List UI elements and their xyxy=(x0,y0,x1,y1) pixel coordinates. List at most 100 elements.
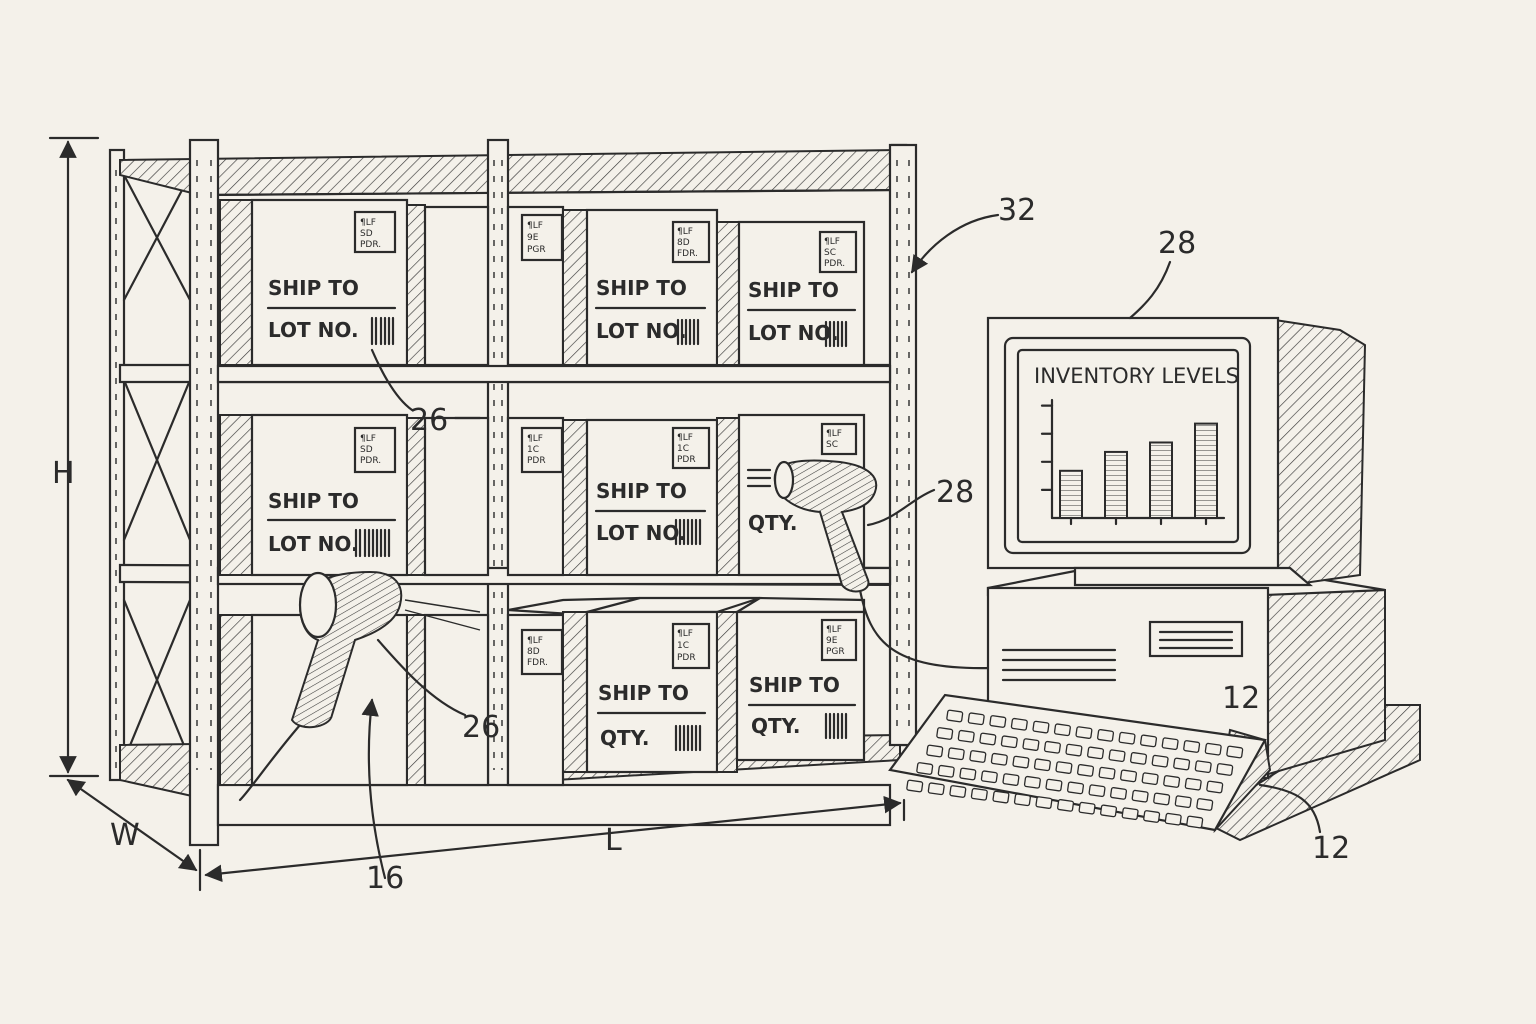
ref-28-monitor: 28 xyxy=(1158,226,1196,261)
ref-16-scanner: 16 xyxy=(366,861,404,896)
keyboard-key xyxy=(970,787,988,801)
keyboard-key xyxy=(1183,740,1201,753)
keyboard-key xyxy=(1013,793,1031,807)
chart-bar xyxy=(1104,450,1128,520)
keyboard-key xyxy=(1161,737,1179,751)
box-r1-3: ¶LF 8D FDR. SHIP TO LOT NO. xyxy=(585,208,740,367)
box-r1-2: ¶LF 9E PGR xyxy=(423,205,588,367)
keyboard-key xyxy=(1141,772,1159,786)
keyboard-key xyxy=(1206,780,1224,794)
keyboard-key xyxy=(967,712,985,726)
keyboard-key xyxy=(1108,749,1126,763)
box-r3-2: ¶LF 8D FDR. xyxy=(423,596,641,787)
qr-line: 1C xyxy=(527,445,539,455)
qr-line: SC xyxy=(824,248,836,258)
width-label: W xyxy=(110,818,140,853)
qr-line: 9E xyxy=(527,233,539,243)
qr-line: PDR. xyxy=(360,456,381,466)
keyboard-key xyxy=(1000,735,1018,749)
qty-label: QTY. xyxy=(751,714,800,738)
box-r1-4: ¶LF SC PDR. SHIP TO LOT NO. xyxy=(737,220,866,367)
keyboard-key xyxy=(1164,812,1182,826)
keyboard-key xyxy=(1045,778,1063,792)
qr-line: SC xyxy=(826,440,838,450)
keyboard-key xyxy=(1100,804,1118,818)
qty-label: QTY. xyxy=(600,726,649,750)
qr-line: ¶LF xyxy=(360,218,376,228)
keyboard-key xyxy=(1032,720,1050,734)
qr-line: PGR xyxy=(527,245,546,255)
ref-26-label-lower: 26 xyxy=(462,710,500,745)
lot-no-label: LOT NO. xyxy=(596,319,687,343)
length-label: L xyxy=(605,823,622,858)
qr-line: PDR. xyxy=(360,240,381,250)
qr-line: 1C xyxy=(677,444,689,454)
keyboard-key xyxy=(1121,807,1139,821)
keyboard-key xyxy=(1078,801,1096,815)
keyboard-key xyxy=(1010,717,1028,731)
handheld-scanner-left xyxy=(238,570,481,802)
keyboard-key xyxy=(979,732,997,746)
qr-line: PDR xyxy=(527,456,546,466)
keyboard-key xyxy=(1065,743,1083,757)
keyboard-key xyxy=(1174,795,1192,809)
qr-line: FDR. xyxy=(527,658,548,668)
ship-to-label: SHIP TO xyxy=(596,479,687,503)
chart-bar xyxy=(1194,422,1218,520)
keyboard-key xyxy=(1023,775,1041,789)
inventory-chart xyxy=(1040,398,1226,526)
qr-line: ¶LF xyxy=(677,629,693,639)
ship-to-label: SHIP TO xyxy=(596,276,687,300)
ship-to-label: SHIP TO xyxy=(598,681,689,705)
keyboard-key xyxy=(916,762,934,775)
keyboard-key xyxy=(1012,755,1030,769)
keyboard-key xyxy=(969,750,987,763)
box-r1-1: ¶LF SD PDR. SHIP TO LOT NO. xyxy=(219,198,426,367)
ref-12-keyboard: 12 xyxy=(1312,831,1350,866)
computer-workstation xyxy=(888,316,1421,842)
qr-line: ¶LF xyxy=(527,434,543,444)
keyboard-key xyxy=(1118,731,1136,745)
dimension-lines xyxy=(48,136,906,892)
keyboard-key xyxy=(992,790,1010,804)
keyboard-keys xyxy=(906,709,1244,829)
keyboard-key xyxy=(1130,752,1148,765)
box-r3-4: ¶LF 9E PGR SHIP TO QTY. xyxy=(733,596,866,762)
keyboard-key xyxy=(1186,815,1204,829)
keyboard-key xyxy=(1120,769,1138,783)
keyboard-key xyxy=(1196,798,1214,811)
keyboard-key xyxy=(1110,787,1128,800)
keyboard-key xyxy=(1087,746,1105,760)
qr-line: ¶LF xyxy=(677,227,693,237)
qr-line: PDR xyxy=(677,653,696,663)
qr-line: SD xyxy=(360,445,373,455)
keyboard-key xyxy=(1226,745,1244,759)
keyboard-key xyxy=(1043,740,1061,754)
keyboard-key xyxy=(1143,810,1161,823)
lot-no-label: LOT NO. xyxy=(268,318,359,342)
ref-12-computer: 12 xyxy=(1222,681,1260,716)
chart-bar xyxy=(1059,469,1083,519)
keyboard-key xyxy=(959,767,977,781)
keyboard-key xyxy=(1173,757,1191,771)
keyboard-key xyxy=(1075,726,1093,739)
qty-label: QTY. xyxy=(748,511,797,535)
keyboard-key xyxy=(1057,799,1075,812)
qr-line: 8D xyxy=(527,647,540,657)
qr-line: ¶LF xyxy=(677,433,693,443)
keyboard-key xyxy=(1098,766,1116,780)
box-r2-2: ¶LF 1C PDR xyxy=(423,416,588,577)
keyboard-key xyxy=(926,744,944,758)
qr-line: ¶LF xyxy=(360,434,376,444)
qr-line: PDR. xyxy=(824,259,845,269)
ref-32-shelf-upright: 32 xyxy=(998,193,1036,228)
qr-line: 1C xyxy=(677,641,689,651)
keyboard-key xyxy=(1022,738,1040,751)
qr-line: SD xyxy=(360,229,373,239)
ref-26-label-upper: 26 xyxy=(410,403,448,438)
keyboard-key xyxy=(1035,796,1053,809)
box-r2-1: ¶LF SD PDR. SHIP TO LOT NO. xyxy=(219,413,426,577)
keyboard-key xyxy=(1067,781,1085,795)
keyboard-key xyxy=(947,747,965,761)
keyboard-key xyxy=(1088,784,1106,798)
